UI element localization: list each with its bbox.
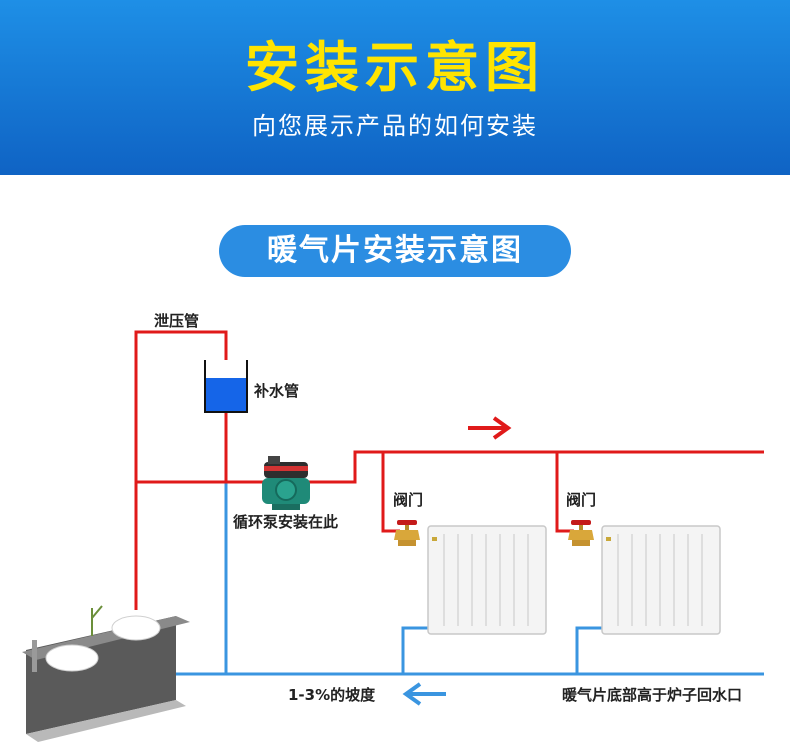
pump-location-label: 循环泵安装在此 [233,513,339,531]
radiator-height-note: 暖气片底部高于炉子回水口 [562,686,743,704]
section-title: 暖气片安装示意图 [219,225,571,277]
blue-arrow-left-icon [402,682,446,706]
return-pipes [140,480,764,676]
red-arrow-right-icon [468,416,512,440]
relief-pipe-label: 泄压管 [154,312,200,330]
supply-drop-1 [381,452,400,533]
relief-pipe [134,330,228,610]
supply-main-lower [136,450,764,484]
header-banner: 安装示意图 向您展示产品的如何安装 [0,0,790,175]
slope-label: 1-3%的坡度 [288,686,376,704]
circulation-pump-icon [262,456,310,510]
page-title: 安装示意图 [245,36,545,99]
radiator-icon-1 [427,525,547,635]
supply-drop-2 [555,452,574,533]
return-branch-1 [401,626,430,674]
page-subtitle: 向您展示产品的如何安装 [252,112,538,140]
valve-label-1: 阀门 [393,491,424,509]
return-branch-2 [575,626,604,674]
valve-icon-2 [568,520,594,546]
valve-icon-1 [394,520,420,546]
radiator-icon-2 [601,525,721,635]
supply-pipes [134,330,764,610]
valve-label-2: 阀门 [566,491,597,509]
expansion-tank [204,360,248,413]
fill-pipe-label: 补水管 [254,382,300,400]
boiler-icon [22,605,190,742]
